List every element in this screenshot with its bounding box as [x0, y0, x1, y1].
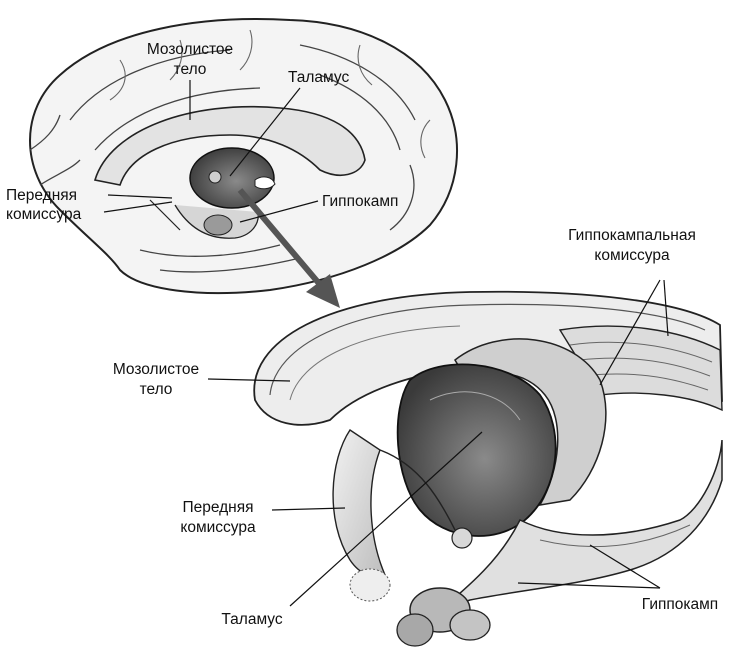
commissures-3d — [253, 290, 723, 647]
svg-text:тело: тело — [140, 381, 173, 398]
svg-text:комиссура: комиссура — [594, 247, 670, 264]
label-top-hippocampus: Гиппокамп — [239, 193, 398, 223]
zoom-arrow — [237, 188, 340, 308]
midsagittal-brain — [29, 18, 458, 295]
svg-text:Мозолистое: Мозолистое — [147, 41, 233, 58]
svg-text:Мозолистое: Мозолистое — [113, 361, 199, 378]
svg-text:Гиппокамп: Гиппокамп — [322, 193, 398, 210]
label-bottom-anterior-commissure: Передняя комиссура — [180, 499, 346, 536]
svg-text:комиссура: комиссура — [6, 206, 82, 223]
label-top-anterior-commissure: Передняя комиссура — [6, 187, 173, 223]
label-hippocampal-commissure: Гиппокампальная комиссура — [568, 227, 696, 386]
label-top-corpus-callosum: Мозолистое тело — [147, 41, 233, 120]
svg-text:Передняя: Передняя — [6, 187, 77, 204]
label-bottom-corpus-callosum: Мозолистое тело — [113, 361, 291, 398]
label-bottom-hippocampus: Гиппокамп — [517, 544, 718, 613]
svg-text:тело: тело — [174, 61, 207, 78]
svg-text:Гиппокампальная: Гиппокампальная — [568, 227, 696, 244]
svg-text:Гиппокамп: Гиппокамп — [642, 596, 718, 613]
label-bottom-thalamus: Таламус — [221, 431, 483, 628]
svg-text:Передняя: Передняя — [182, 499, 253, 516]
label-top-thalamus: Таламус — [229, 69, 349, 177]
svg-text:комиссура: комиссура — [180, 519, 256, 536]
svg-text:Таламус: Таламус — [221, 611, 282, 628]
svg-text:Таламус: Таламус — [288, 69, 349, 86]
